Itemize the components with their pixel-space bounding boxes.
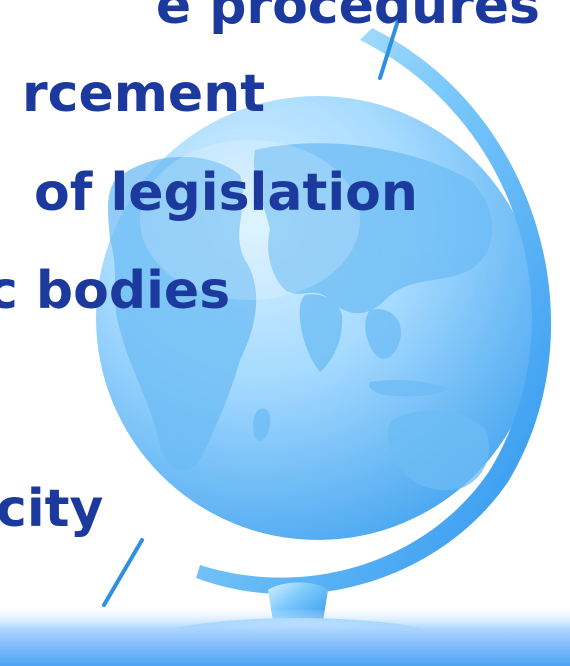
floor-gradient-band [0,610,570,666]
globe-highlight [140,140,360,300]
axis-top [378,12,402,80]
bullet-text-enforcement: rcement [22,64,266,124]
asia-shape [253,143,493,314]
bullet-text-legislation: of legislation [34,163,418,223]
continents [107,143,493,491]
floor-rect [0,610,570,666]
bullet-text-bodies: c bodies [0,261,231,321]
axis-bottom [102,538,144,607]
globe-icon [96,96,540,540]
bullet-text-capacity: city [0,479,104,539]
madagascar-shape [253,408,271,441]
europe-africa-shape [107,156,257,471]
indonesia-shape [369,380,450,397]
india-shape [299,294,343,372]
bullet-text-procedures: e procedures [155,0,540,36]
southeast-asia-shape [365,309,401,359]
australia-shape [387,410,490,491]
